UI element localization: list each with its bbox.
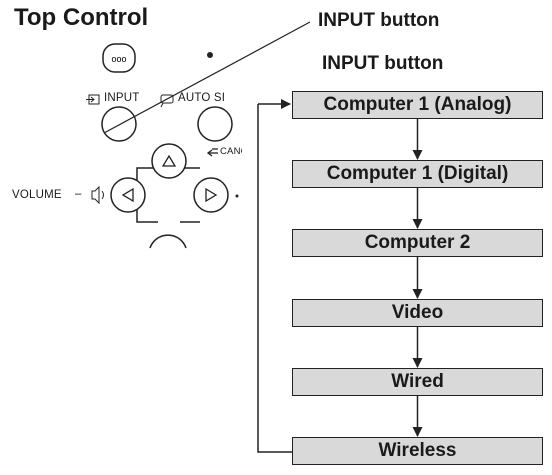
flow-step-0: Computer 1 (Analog) [292,91,543,119]
right-button[interactable] [193,177,229,213]
indicator-dot-small [235,194,239,198]
svg-text:ooo: ooo [111,54,126,64]
up-button[interactable] [151,143,187,179]
auto-setup-button[interactable] [197,106,233,142]
indicator-dot [207,52,213,58]
cancel-icon [206,148,218,157]
volume-label: VOLUME [12,189,62,201]
loop-line [257,104,292,453]
left-button[interactable] [110,177,146,213]
flow-step-5: Wireless [292,437,543,465]
flow-step-3: Video [292,299,543,327]
callout-label: INPUT button [318,10,440,31]
auto-setup-label: AUTO SI [178,92,226,104]
auto-setup-icon [160,94,174,108]
flow-step-2: Computer 2 [292,229,543,257]
volume-icon [91,185,104,205]
callout-line [103,21,311,134]
menu-button[interactable]: ooo [102,43,136,73]
input-icon [86,94,100,105]
dpad [136,167,200,223]
flow-step-1: Computer 1 (Digital) [292,160,543,188]
flow-step-4: Wired [292,368,543,396]
input-label: INPUT [104,92,140,104]
cancel-label: CANC [220,146,242,157]
page-title: Top Control [14,4,149,31]
flow-heading: INPUT button [322,53,444,74]
volume-dash: – [75,188,82,200]
input-button[interactable] [101,106,137,142]
down-button[interactable] [149,234,187,249]
